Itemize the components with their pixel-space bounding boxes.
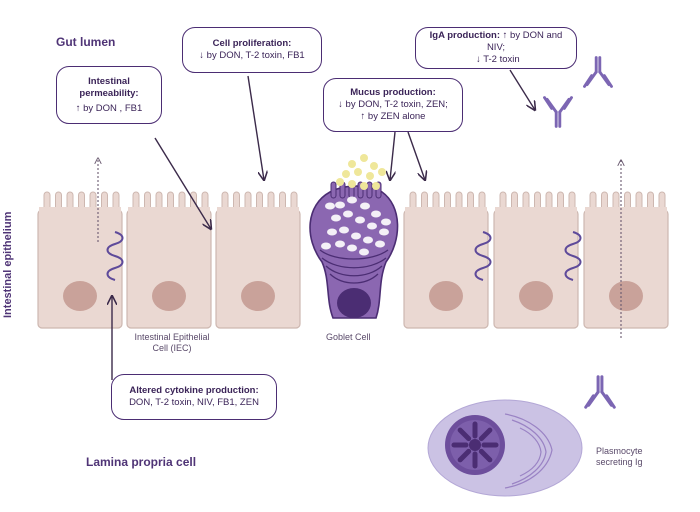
mucus-granule [381,218,391,226]
permeability-callout: Intestinal permeability: ↑ by DON , FB1 [56,66,162,124]
epithelial-cells [37,191,669,329]
mucus-arrow-1 [390,131,395,180]
iga-arrow [509,69,535,110]
secreted-mucus [336,154,386,190]
plasmocyte [427,399,583,497]
nucleus-chromatin [451,421,499,469]
mucus-droplet [372,182,380,190]
mucus-granule [335,201,345,209]
plasmocyte-label-line2: secreting Ig [596,457,643,467]
mucus-arrow-2 [407,131,425,180]
mucus-granule [375,240,385,248]
cell-nucleus [519,281,553,311]
iga-title-row: IgA production: ↑ by DON and NIV; [422,30,570,54]
goblet-microvillus [330,181,337,199]
mucus-title: Mucus production: [350,87,436,98]
mucus-granule [371,210,381,218]
goblet-microvillus [366,181,373,199]
mucus-droplet [342,170,350,178]
tight-junction [564,231,582,281]
mucus-granules [321,196,391,256]
proliferation-body: ↓ by DON, T-2 toxin, FB1 [199,50,305,61]
cell-nucleus [241,281,275,311]
intestinal-epithelium-label: Intestinal epithelium [2,211,14,318]
chromatin-spoke [457,448,472,463]
mucus-granule [355,216,365,224]
mucus-granule [359,248,369,256]
cell-nucleus [609,281,643,311]
iec-label: Intestinal Epithelial Cell (IEC) [128,332,216,354]
mucus-droplet [360,182,368,190]
iga-title-suffix: ↑ by DON and NIV; [486,30,563,53]
mucus-granule [360,202,370,210]
mucus-granule [321,242,331,250]
mucus-granule [339,226,349,234]
permeability-arrow [154,137,211,229]
mucus-granule [335,240,345,248]
mucus-granule [351,232,361,240]
permeability-body: ↑ by DON , FB1 [75,102,143,114]
cell-nucleus [63,281,97,311]
mucus-droplet [360,154,368,162]
cytokine-title: Altered cytokine production: [129,385,259,396]
mucus-granule [347,196,357,204]
plasmocyte-label: Plasmocyte secreting Ig [596,446,643,468]
iec-label-line1: Intestinal Epithelial [134,332,210,342]
plasmocyte-label-line1: Plasmocyte [596,446,643,456]
iga-callout: IgA production: ↑ by DON and NIV; ↓ T-2 … [415,27,577,69]
cytokine-callout: Altered cytokine production: DON, T-2 to… [111,374,277,420]
chromatin-spoke [478,448,493,463]
mucus-body-line1: ↓ by DON, T-2 toxin, ZEN; [338,99,448,110]
antibody-icon [584,375,616,409]
mucus-granule [379,228,389,236]
mucus-callout: Mucus production: ↓ by DON, T-2 toxin, Z… [323,78,463,132]
tight-junction [474,231,492,281]
cell-nucleus [429,281,463,311]
proliferation-arrow [247,75,264,180]
chromatin-spoke [478,427,493,442]
callout-arrows [98,69,621,380]
mucus-granule [367,222,377,230]
mucus-granule [343,210,353,218]
goblet-nucleus [337,288,371,318]
iga-body: ↓ T-2 toxin [476,54,520,65]
antibody-icon [583,56,613,88]
mucus-droplet [370,162,378,170]
permeability-title-line2: permeability: [79,87,139,99]
mucus-granule [325,202,335,210]
mucus-granule [363,236,373,244]
lamina-propria-label: Lamina propria cell [86,455,197,469]
antibody-icon [543,96,573,128]
mucus-droplet [336,178,344,186]
mucus-droplet [354,168,362,176]
mucus-body-line2: ↑ by ZEN alone [360,111,426,122]
mucus-droplet [366,172,374,180]
mucus-droplet [348,160,356,168]
iga-antibodies [543,56,616,409]
cell-nucleus [152,281,186,311]
tight-junction [106,231,124,281]
permeability-title-line1: Intestinal [88,75,130,87]
iec-label-line2: Cell (IEC) [152,343,192,353]
goblet-cell-label: Goblet Cell [326,332,371,342]
mucus-droplet [348,180,356,188]
cytokine-body: DON, T-2 toxin, NIV, FB1, ZEN [129,397,259,408]
proliferation-title: Cell proliferation: [212,38,292,49]
proliferation-callout: Cell proliferation: ↓ by DON, T-2 toxin,… [182,27,322,73]
gut-lumen-label: Gut lumen [56,35,116,49]
tight-junctions [106,231,582,281]
mucus-granule [347,244,357,252]
mucus-droplet [378,168,386,176]
mucus-granule [327,228,337,236]
goblet-cell [309,181,399,319]
mucus-granule [331,214,341,222]
iga-title: IgA production: [429,30,501,41]
chromatin-spoke [457,427,472,442]
